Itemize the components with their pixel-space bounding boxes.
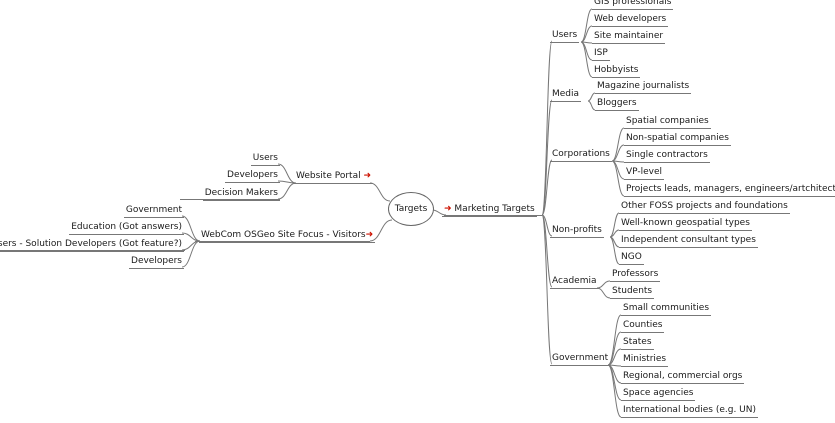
leaf-item[interactable]: Regional, commercial orgs bbox=[623, 371, 743, 381]
connector-group bbox=[541, 159, 553, 216]
connector-leaf bbox=[587, 100, 596, 111]
leaf-decision-makers[interactable]: Decision Makers bbox=[204, 188, 278, 198]
topic-label: Website Portal bbox=[296, 171, 361, 181]
leaf-item[interactable]: Small communities bbox=[623, 303, 710, 313]
topic-label: Marketing Targets bbox=[454, 204, 535, 214]
leaf-developers[interactable]: Developers bbox=[227, 170, 278, 180]
group-corporations[interactable]: Corporations bbox=[552, 149, 610, 159]
topic-marketing-targets[interactable]: ➜ Marketing Targets bbox=[444, 204, 535, 215]
connector-leaf bbox=[181, 215, 201, 242]
connector-group bbox=[541, 99, 553, 216]
leaf-item[interactable]: International bodies (e.g. UN) bbox=[623, 405, 756, 415]
root-label: Targets bbox=[394, 204, 428, 214]
leaf-developers-2[interactable]: Developers bbox=[131, 256, 182, 266]
leaf-solution-developers[interactable]: Users - Solution Developers (Got feature… bbox=[0, 239, 182, 249]
leaf-item[interactable]: Independent consultant types bbox=[621, 235, 756, 245]
leaf-item[interactable]: Counties bbox=[623, 320, 663, 330]
leaf-item[interactable]: Professors bbox=[612, 269, 659, 279]
leaf-item[interactable]: VP-level bbox=[626, 167, 663, 177]
leaf-item[interactable]: Bloggers bbox=[597, 98, 637, 108]
connector-leaf bbox=[596, 287, 611, 299]
connector-leaf bbox=[580, 8, 593, 43]
leaf-item[interactable]: Space agencies bbox=[623, 388, 694, 398]
leaf-item[interactable]: GIS professionals bbox=[594, 0, 672, 7]
topic-label: WebCom OSGeo Site Focus - Visitors bbox=[201, 230, 366, 240]
group-media[interactable]: Media bbox=[552, 89, 580, 99]
link-arrow-icon[interactable]: ➜ bbox=[444, 204, 452, 214]
link-arrow-icon[interactable]: ➜ bbox=[365, 230, 374, 240]
connector-leaf bbox=[580, 41, 593, 78]
connector-leaf bbox=[181, 240, 201, 268]
leaf-item[interactable]: Spatial companies bbox=[626, 116, 709, 126]
connector-root-webcom bbox=[369, 219, 393, 242]
group-government[interactable]: Government bbox=[552, 353, 609, 363]
leaf-item[interactable]: Magazine journalists bbox=[597, 81, 690, 91]
link-arrow-icon[interactable]: ➜ bbox=[363, 171, 372, 181]
root-node[interactable]: Targets bbox=[388, 192, 434, 226]
leaf-item[interactable]: Other FOSS projects and foundations bbox=[621, 201, 788, 211]
leaf-item[interactable]: Ministries bbox=[623, 354, 667, 364]
connector-leaf bbox=[609, 236, 620, 265]
connector-leaf bbox=[277, 163, 297, 184]
leaf-item[interactable]: Single contractors bbox=[626, 150, 708, 160]
connector-leaf bbox=[587, 92, 596, 102]
leaf-item[interactable]: Site maintainer bbox=[594, 31, 664, 41]
connector-leaf bbox=[611, 160, 625, 197]
connector-group bbox=[541, 214, 553, 288]
connector-leaf bbox=[611, 127, 625, 162]
leaf-item[interactable]: Web developers bbox=[594, 14, 667, 24]
leaf-item[interactable]: Hobbyists bbox=[594, 65, 639, 75]
group-users[interactable]: Users bbox=[552, 30, 578, 40]
connector-leaf bbox=[277, 182, 297, 200]
leaf-users[interactable]: Users bbox=[252, 153, 278, 163]
leaf-item[interactable]: States bbox=[623, 337, 652, 347]
connector-group bbox=[541, 214, 553, 365]
group-academia[interactable]: Academia bbox=[552, 276, 597, 286]
leaf-education[interactable]: Education (Got answers) bbox=[71, 222, 182, 232]
topic-website-portal[interactable]: Website Portal ➜ bbox=[296, 171, 371, 182]
leaf-item[interactable]: Well-known geospatial types bbox=[621, 218, 750, 228]
connector-root-website-portal bbox=[369, 182, 391, 202]
leaf-item[interactable]: NGO bbox=[621, 252, 642, 262]
connector-leaf bbox=[596, 280, 611, 289]
connector-leaf bbox=[607, 364, 622, 418]
leaf-item[interactable]: Projects leads, managers, engineers/artc… bbox=[626, 184, 835, 194]
leaf-government[interactable]: Government bbox=[125, 205, 182, 215]
leaf-item[interactable]: Non-spatial companies bbox=[626, 133, 729, 143]
connector-leaf bbox=[611, 144, 625, 162]
leaf-item[interactable]: ISP bbox=[594, 48, 608, 58]
group-non-profits[interactable]: Non-profits bbox=[552, 225, 602, 235]
leaf-item[interactable]: Students bbox=[612, 286, 653, 296]
topic-webcom-visitors[interactable]: WebCom OSGeo Site Focus - Visitors➜ bbox=[201, 230, 373, 241]
